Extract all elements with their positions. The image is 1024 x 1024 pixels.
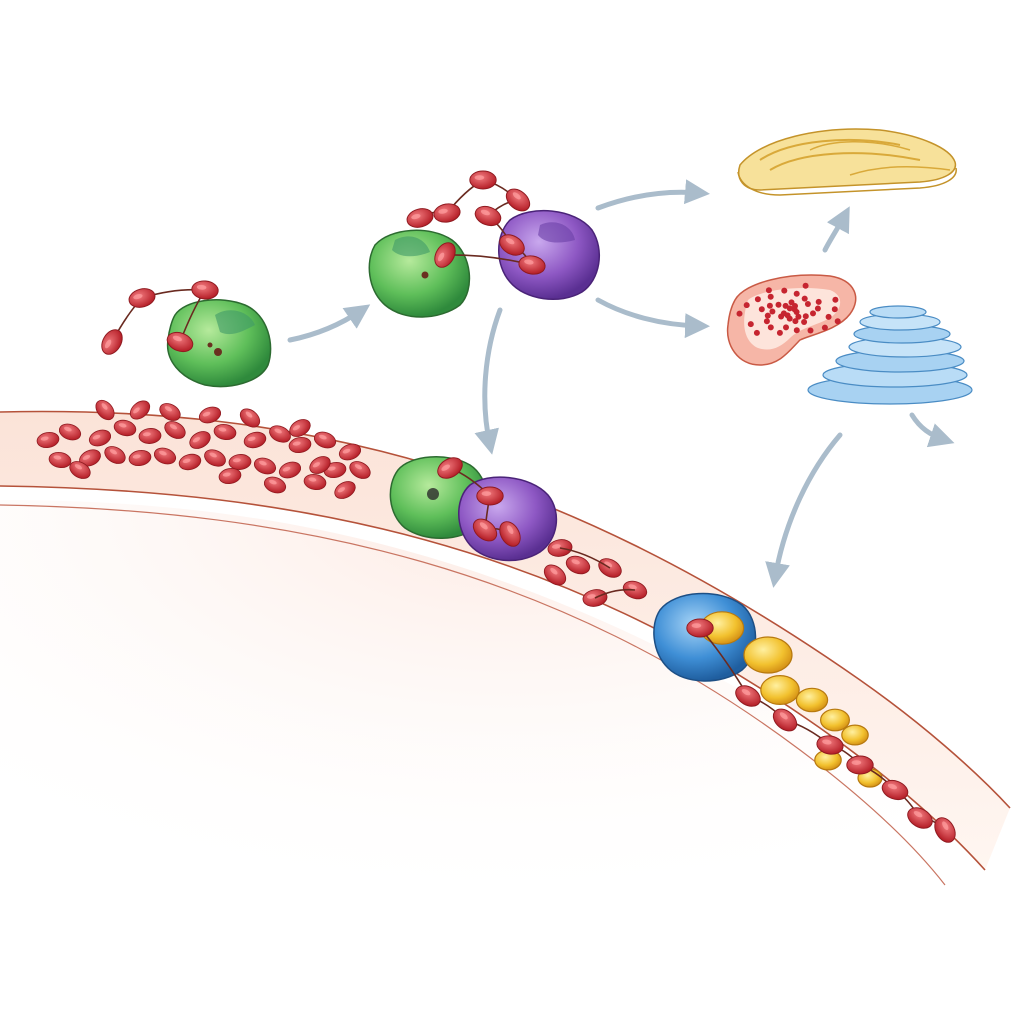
yellow-particle [819,708,850,732]
pink-tissue-dot [825,313,832,320]
stage-2-cell-complex [368,170,600,318]
pink-tissue-dot [802,313,809,320]
tissue-glow [0,500,1024,1024]
pink-tissue-dot [792,318,799,325]
flow-arrow-icon [822,206,850,253]
green-cell-icon [368,229,471,318]
pink-tissue-dot [793,290,800,297]
blue-yellow-complex [653,592,960,847]
chain-link [594,588,636,599]
pink-tissue-dot [791,306,798,313]
pink-tissue-dot [783,324,789,331]
pink-tissue-dot [736,310,743,317]
pink-tissue-dot [807,327,814,334]
pink-tissue-dot [802,282,809,289]
flow-arrow-icon [595,297,710,339]
yellow-particle [760,674,800,705]
vessel-cell-complex [389,453,558,562]
red-cell [476,486,504,506]
pink-tissue-dot [767,324,774,331]
pink-tissue-dot [795,313,802,320]
pink-tissue-dot [784,312,791,319]
pink-tissue-dot [793,327,800,334]
pink-tissue-dot [804,301,811,307]
pink-tissue-dot [831,306,838,313]
red-cell [97,325,127,359]
red-cell [431,201,463,225]
pink-tissue-dot [815,298,822,305]
pink-tissue-dot [747,321,754,328]
pink-tissue-dot [754,296,761,303]
pink-tissue-dot [775,301,782,308]
purple-cell-icon [458,476,558,562]
red-cell [686,618,714,638]
red-cell [404,205,436,231]
chain-link [559,547,611,569]
purple-cell-icon [498,209,600,301]
pink-tissue-dot [801,319,808,325]
flow-arrow-icon [287,304,371,343]
gold-layered-tissue-icon [737,128,957,196]
pink-tissue-dot [766,302,773,309]
flow-arrow-icon [595,179,710,211]
flow-arrow-icon [909,412,955,448]
pink-tissue-dot [763,318,770,325]
yellow-particle [743,636,793,674]
pink-tissue-dot [781,287,788,294]
red-cell [846,755,874,775]
pink-tissue-dot [753,329,760,336]
flow-arrows [287,179,955,588]
pink-tissue-dot [832,296,839,303]
flow-arrow-icon [474,307,503,455]
pink-tissue-dot [758,306,765,313]
yellow-particle [841,724,869,746]
red-cell [469,170,497,190]
red-cell-stream [539,537,650,609]
blue-stacked-plates-icon [807,305,973,405]
pink-tissue-dot [801,295,808,302]
red-cell [190,279,220,301]
yellow-particle [795,687,829,713]
green-cell-icon [166,299,272,388]
pink-tissue-dot [767,293,774,300]
pink-tissue-dot [765,287,772,294]
pink-tissue-dot [821,324,828,331]
pink-tissue-dot [764,312,771,319]
pink-tissue-dot [769,308,776,315]
pink-tissue-dot [786,305,793,312]
pink-tissue-section-icon [726,274,857,366]
red-particle-chain-icon [97,279,220,359]
red-particle-chain-icon [404,170,548,277]
pink-tissue-dot [834,318,841,325]
stage-1-cell-complex [97,279,272,388]
pink-tissue-dot [776,329,783,336]
yellow-particle-cluster-icon [699,611,883,788]
red-particle-chain-icon [433,453,525,551]
pink-tissue-dot [743,302,750,309]
red-particle-chain-icon [686,618,960,847]
red-cell [501,184,535,216]
red-cell [126,285,158,311]
flow-arrow-icon [765,432,843,588]
pink-tissue-dot [810,310,816,317]
pink-tissue-dot [814,305,821,312]
